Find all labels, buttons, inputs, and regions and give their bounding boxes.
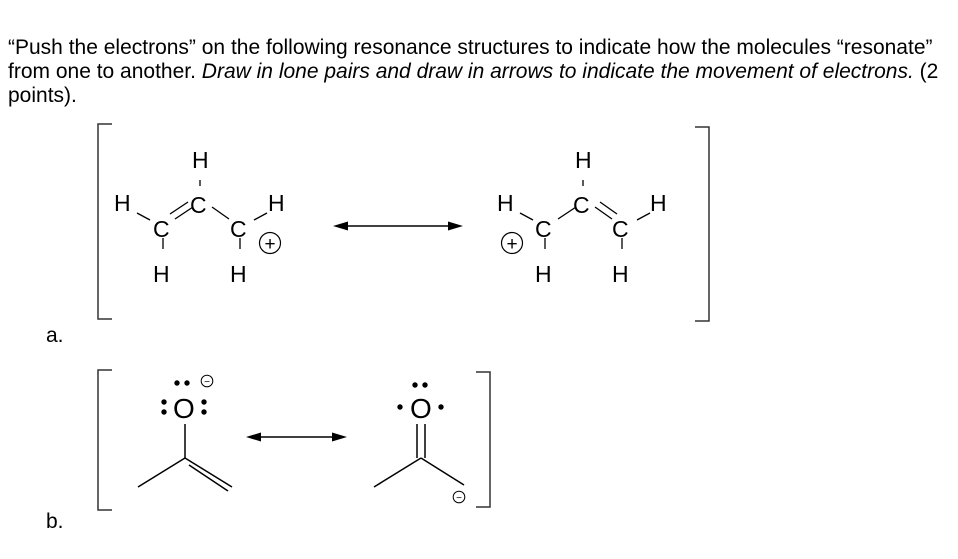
atom-h-left: H: [497, 190, 514, 216]
atom-h-left: H: [114, 190, 131, 216]
structure-a-right-bonds: [519, 180, 651, 249]
atom-h-right: H: [650, 190, 667, 216]
structure-a-right: H C H C H C H H +: [497, 147, 667, 287]
part-a-label: a.: [46, 324, 64, 347]
atom-h-top: H: [575, 147, 592, 173]
charge-label: −: [456, 493, 462, 504]
resonance-arrow-a: [333, 221, 463, 231]
charge-label: +: [264, 234, 275, 255]
atom-h-right: H: [268, 190, 285, 216]
question-points: (2 points).: [8, 60, 939, 107]
minus-charge-icon: [452, 490, 466, 504]
charge-label: +: [506, 234, 517, 255]
atom-oxygen: O: [410, 393, 432, 424]
atom-h-top: H: [192, 147, 209, 173]
resonance-arrow-b: [246, 432, 347, 442]
atom-c-right: C: [612, 216, 629, 242]
skeleton-bonds: [137, 424, 233, 492]
lone-pairs: [397, 382, 444, 410]
charge-label: −: [204, 377, 210, 388]
atom-h-left-bottom: H: [153, 261, 170, 287]
question-text: “Push the electrons” on the following re…: [8, 36, 943, 108]
structure-b-left: O −: [137, 374, 233, 492]
atom-c-left: C: [153, 216, 170, 242]
structure-b-right: O −: [373, 382, 466, 504]
atom-c-right: C: [230, 216, 247, 242]
plus-charge-icon: [258, 231, 282, 255]
question-intro: “Push the electrons” on the following re…: [8, 36, 933, 83]
atom-c-center: C: [573, 192, 590, 218]
structure-a-left-bonds: [136, 180, 268, 249]
atom-c-left: C: [535, 216, 552, 242]
structure-a-left: H C H C H C H H +: [114, 147, 285, 287]
atom-h-right-bottom: H: [612, 261, 629, 287]
part-b-label: b.: [46, 510, 64, 533]
minus-charge-icon: [200, 374, 214, 388]
plus-charge-icon: [500, 231, 524, 255]
atom-h-right-bottom: H: [230, 261, 247, 287]
atom-c-center: C: [190, 192, 207, 218]
question-instruction: Draw in lone pairs and draw in arrows to…: [201, 60, 914, 83]
skeleton-bonds: [373, 424, 465, 488]
lone-pairs: [161, 380, 207, 415]
atom-oxygen: O: [173, 393, 195, 424]
part-b-brackets: [97, 369, 491, 511]
atom-h-left-bottom: H: [535, 261, 552, 287]
part-a-brackets: [97, 123, 710, 322]
